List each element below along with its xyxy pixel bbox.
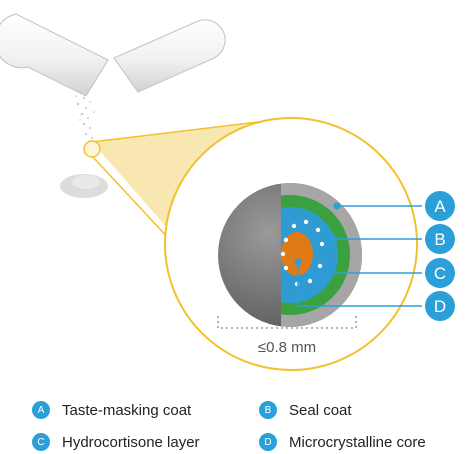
legend-item-b: B Seal coat [259, 399, 352, 421]
legend-item-d: D Microcrystalline core [259, 431, 426, 453]
callout-badge-c: C [425, 258, 455, 288]
legend-badge-a: A [32, 401, 50, 419]
legend-badge-c: C [32, 433, 50, 451]
legend-label-c: Hydrocortisone layer [62, 433, 200, 451]
size-indicator: ≤0.8 mm [217, 316, 357, 356]
capsule-right-half [113, 19, 226, 93]
legend-label-b: Seal coat [289, 401, 352, 419]
leader-endpoints [294, 202, 341, 277]
size-bracket [217, 316, 357, 329]
svg-text:A: A [434, 197, 446, 216]
legend-label-a: Taste-masking coat [62, 401, 192, 419]
callout-leaders [297, 205, 422, 307]
legend-item-a: A Taste-masking coat [32, 399, 191, 421]
svg-text:C: C [434, 264, 446, 283]
callout-badge-a: A [425, 191, 455, 221]
legend-label-d: Microcrystalline core [289, 433, 426, 451]
falling-granules [75, 90, 95, 139]
size-label: ≤0.8 mm [258, 339, 316, 356]
callout-badge-b: B [425, 224, 455, 254]
microcrystalline-core-layer [281, 232, 313, 276]
svg-text:B: B [434, 230, 445, 249]
legend-item-c: C Hydrocortisone layer [32, 431, 200, 453]
magnifier-source-circle [83, 140, 101, 158]
capsule-left-half [0, 13, 109, 97]
leader-d [297, 262, 422, 307]
legend-badge-b: B [259, 401, 277, 419]
legend-badge-d: D [259, 433, 277, 451]
powder-pile [60, 174, 108, 198]
callout-badge-d: D [425, 291, 455, 321]
svg-text:D: D [434, 297, 446, 316]
